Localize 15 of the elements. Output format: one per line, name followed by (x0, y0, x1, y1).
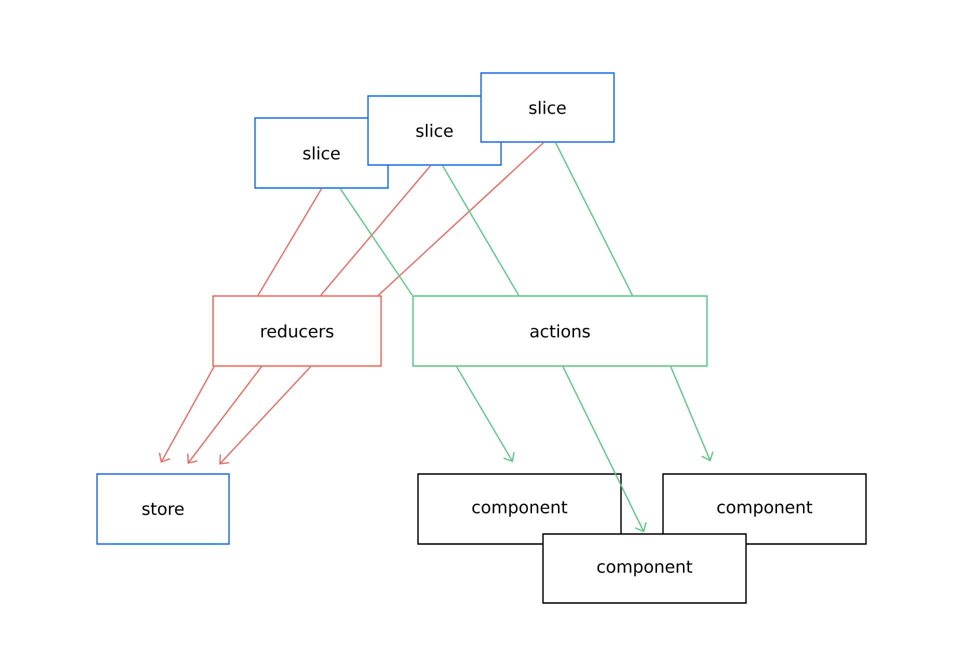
arrow (187, 366, 262, 464)
arrow (670, 366, 714, 462)
process-box: slice (480, 72, 615, 143)
process-box: slice (254, 117, 389, 189)
process-box: store (96, 473, 230, 545)
process-box: component (542, 533, 747, 604)
process-box: slice (367, 95, 502, 166)
process-box: component (417, 473, 622, 545)
arrow (158, 366, 215, 463)
process-box: reducers (212, 295, 382, 367)
arrow (562, 366, 647, 532)
process-box: actions (412, 295, 708, 367)
arrow (456, 366, 515, 462)
process-box: component (662, 473, 867, 545)
arrow (219, 366, 312, 465)
